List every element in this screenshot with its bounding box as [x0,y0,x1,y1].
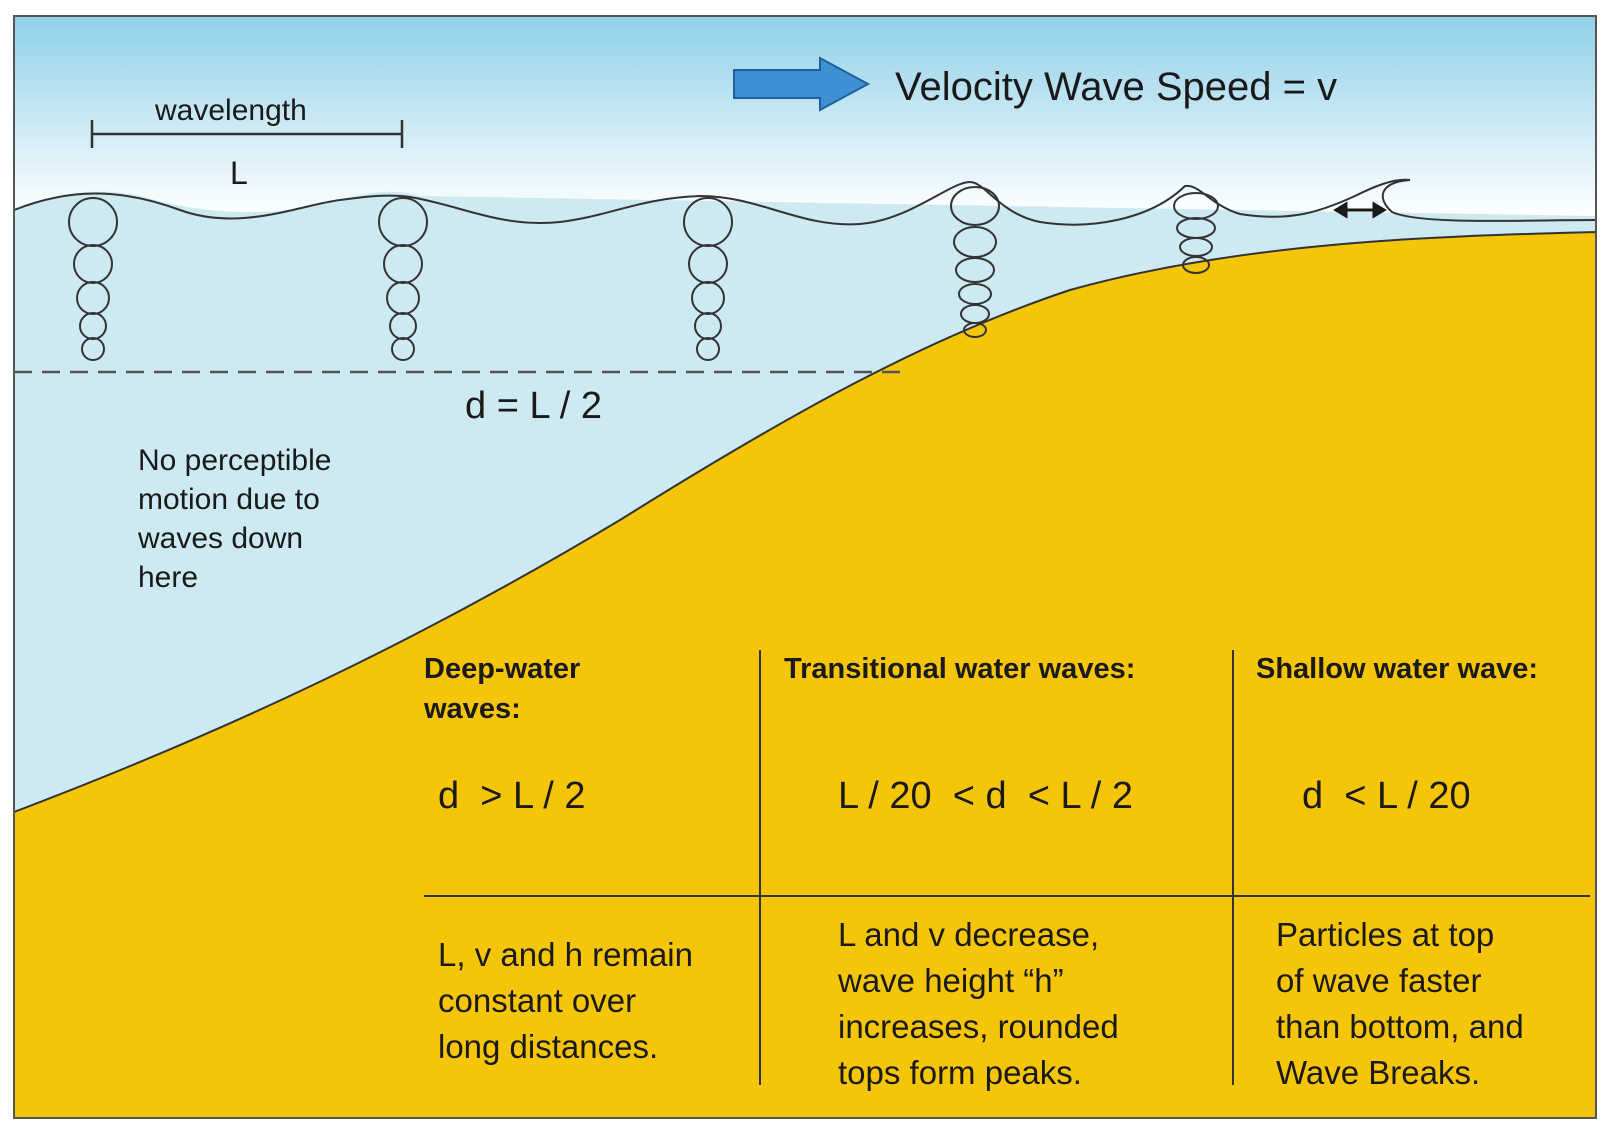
frame [13,15,1597,1119]
column-description: tops form peaks. [838,1054,1082,1091]
note-line: waves down [137,522,303,555]
column-condition: d < L / 20 [1302,775,1471,817]
note-line: here [138,561,198,594]
column-header: Shallow water wave: [1256,653,1538,685]
note-line: motion due to [138,483,320,516]
table-dividers [424,650,1590,1085]
column-deep-water: Deep-water waves: d > L / 2 L, v and h r… [423,653,693,1065]
column-description: than bottom, and [1276,1008,1524,1045]
wavelength-label: wavelength [154,94,307,127]
wave-surface [13,178,1597,226]
column-description: L and v decrease, [838,916,1099,953]
orbit-column-1 [68,197,118,361]
column-description: long distances. [438,1028,658,1065]
note-line: No perceptible [138,444,331,477]
column-shallow-water: Shallow water wave: d < L / 20 Particles… [1256,653,1538,1091]
column-description: constant over [438,982,636,1019]
column-description: increases, rounded [838,1008,1119,1045]
velocity-title: Velocity Wave Speed = v [895,65,1337,109]
orbit-column-2 [378,197,428,361]
column-condition: L / 20 < d < L / 2 [838,775,1133,817]
orbit-column-4 [950,186,1000,338]
column-condition: d > L / 2 [438,775,586,817]
no-motion-note: No perceptible motion due to waves down … [137,444,331,594]
sky [14,16,1596,216]
column-description: Particles at top [1276,916,1494,953]
column-description: wave height “h” [837,962,1064,999]
column-header: Transitional water waves: [784,653,1135,685]
orbit-column-3 [683,197,733,361]
orbit-column-5 [1173,192,1219,274]
velocity-arrow-icon [733,56,871,112]
column-description: of wave faster [1276,962,1481,999]
depth-line-label: d = L / 2 [465,385,602,427]
column-description: Wave Breaks. [1276,1054,1480,1091]
column-description: L, v and h remain [438,936,693,973]
wavelength-symbol: L [230,155,248,191]
double-arrow-icon [1333,201,1387,219]
column-header: waves: [423,693,521,725]
wavelength-bracket [90,120,404,148]
column-transitional-water: Transitional water waves: L / 20 < d < L… [784,653,1135,1091]
column-header: Deep-water [424,653,580,685]
